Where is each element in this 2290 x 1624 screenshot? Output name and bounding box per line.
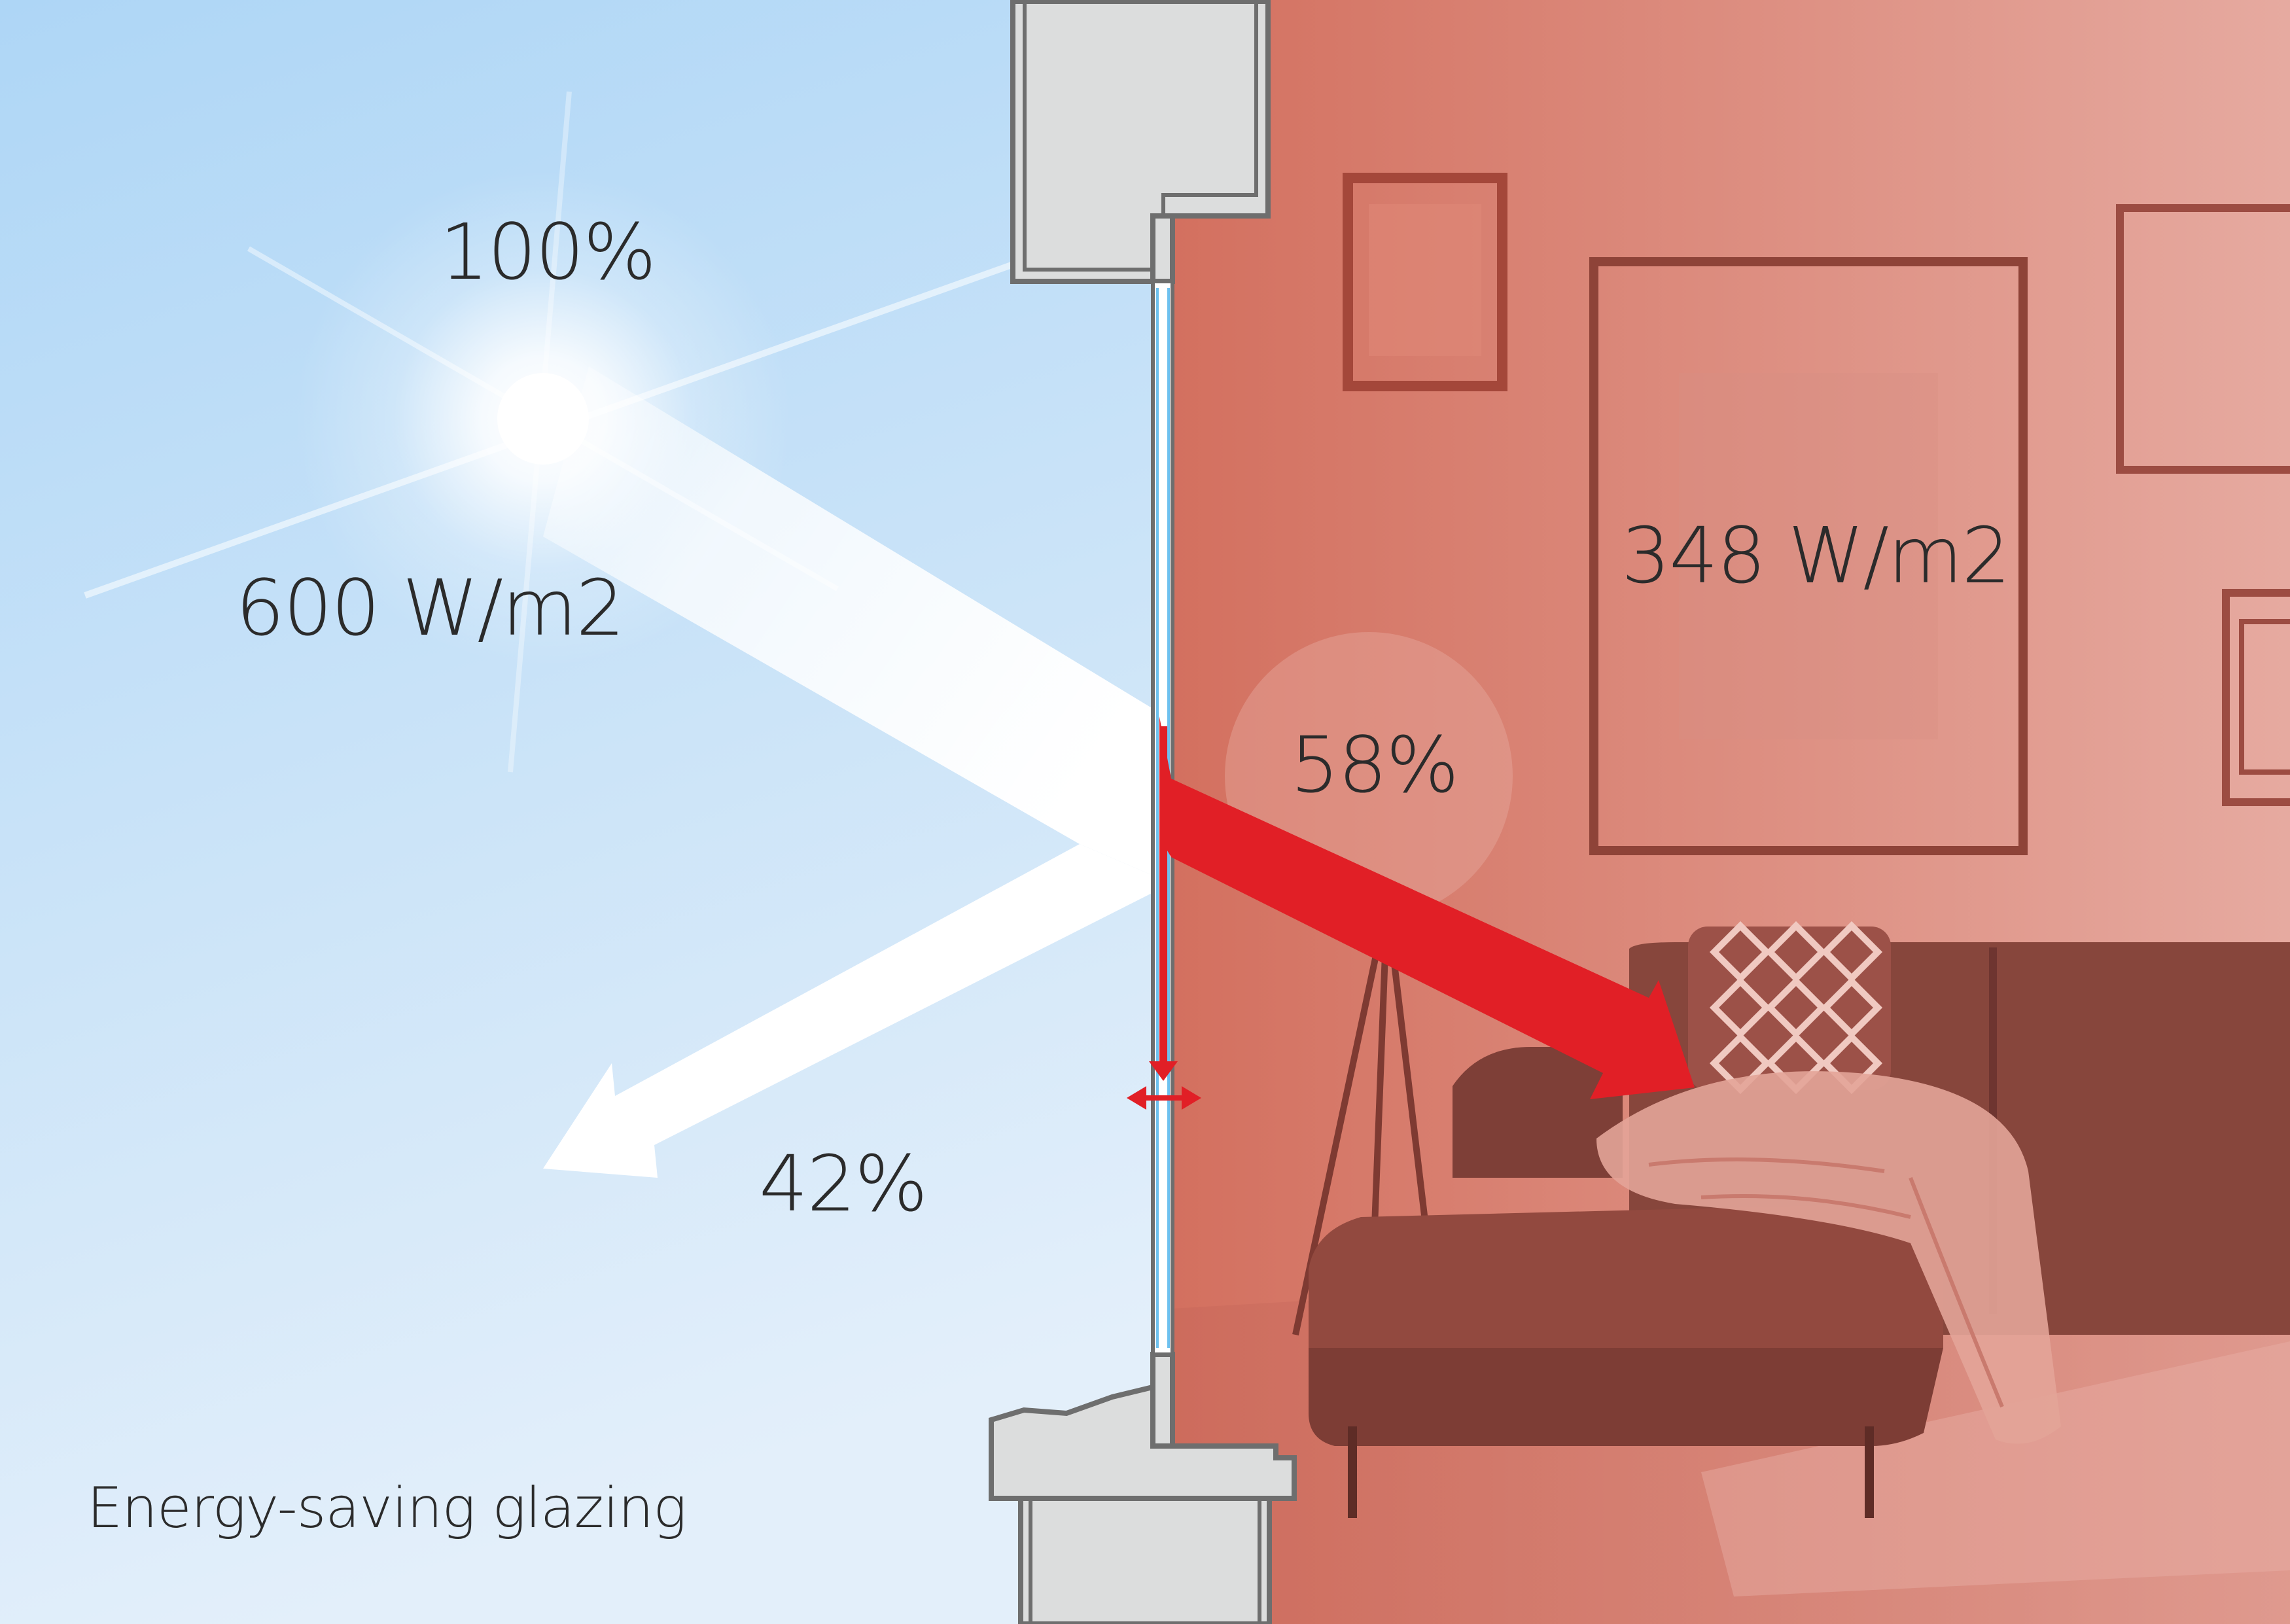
- transmitted-power-label: 348 W/m2: [1621, 510, 2011, 601]
- glass-thickness-arrow-icon: [1127, 1086, 1201, 1110]
- incoming-power-label: 600 W/m2: [236, 563, 625, 653]
- absorbed-line: [1159, 726, 1167, 1067]
- transmitted-arrow-icon: [1159, 716, 1695, 1099]
- transmitted-percent-label: 58%: [1290, 720, 1459, 810]
- diagram-title: Energy-saving glazing: [87, 1475, 687, 1541]
- incoming-beam: [543, 366, 1171, 883]
- absorbed-arrowhead-icon: [1149, 1061, 1178, 1081]
- incoming-percent-label: 100%: [440, 207, 656, 297]
- window-frame: [989, 0, 1297, 1624]
- reflected-percent-label: 42%: [759, 1139, 928, 1229]
- reflected-arrow-icon: [543, 844, 1171, 1178]
